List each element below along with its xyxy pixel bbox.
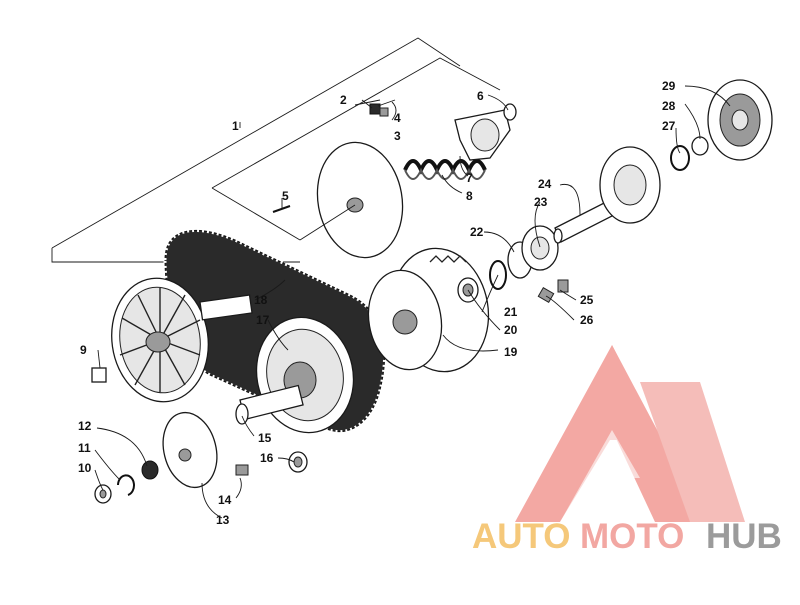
callout-11: 11 [78,441,91,455]
callout-2: 2 [340,93,347,107]
driven-clutch-fins [235,316,355,434]
callout-5: 5 [282,189,289,203]
callout-14: 14 [218,493,232,507]
clutch-drum [707,79,773,161]
watermark-moto: MOTO [580,517,684,556]
callout-17: 17 [256,313,270,327]
callout-27: 27 [662,119,676,133]
callout-25: 25 [580,293,594,307]
callout-20: 20 [504,323,518,337]
callout-13: 13 [216,513,230,527]
output-shaft [553,146,661,244]
callout-19: 19 [504,345,518,359]
bushing-16 [288,451,308,473]
callout-29: 29 [662,79,676,93]
moveable-sheave-disc [299,141,404,259]
leader-lines [94,85,731,519]
watermark-auto: AUTO [472,517,571,556]
callout-4: 4 [394,111,401,125]
bearing-12 [141,460,159,480]
callout-6: 6 [477,89,484,103]
washer [537,286,555,304]
callout-numbers: 1 2 3 4 5 6 7 8 9 10 11 12 13 14 15 16 1… [78,79,676,527]
bearing-set [457,225,559,303]
callout-8: 8 [466,189,473,203]
callout-1: 1 [232,119,239,133]
fan-13 [162,411,218,489]
callout-28: 28 [662,99,676,113]
callout-22: 22 [470,225,484,239]
callout-16: 16 [260,451,274,465]
watermark-text: AUTO MOTO HUB [472,517,782,556]
spring [403,159,487,180]
callout-18: 18 [254,293,268,307]
callout-10: 10 [78,461,92,475]
nut-part [691,136,709,156]
clip-part [369,103,389,117]
callout-3: 3 [394,129,401,143]
callout-7: 7 [466,171,473,185]
callout-12: 12 [78,419,92,433]
pin-part [272,205,291,213]
clip-14 [235,464,249,476]
nut-9 [91,367,107,383]
callout-23: 23 [534,195,548,209]
assembly-brackets [51,37,501,263]
bolt [557,279,569,293]
snap-ring-11 [117,474,135,496]
spider-cover [454,103,517,161]
callout-24: 24 [538,177,552,191]
callout-26: 26 [580,313,594,327]
o-ring [670,145,690,171]
watermark-hub: HUB [706,517,782,556]
washer-10 [94,484,112,504]
callout-15: 15 [258,431,272,445]
drive-sheave-spoked [111,277,253,403]
watermark-logo-icon [515,345,745,522]
callout-21: 21 [504,305,518,319]
callout-9: 9 [80,343,87,357]
